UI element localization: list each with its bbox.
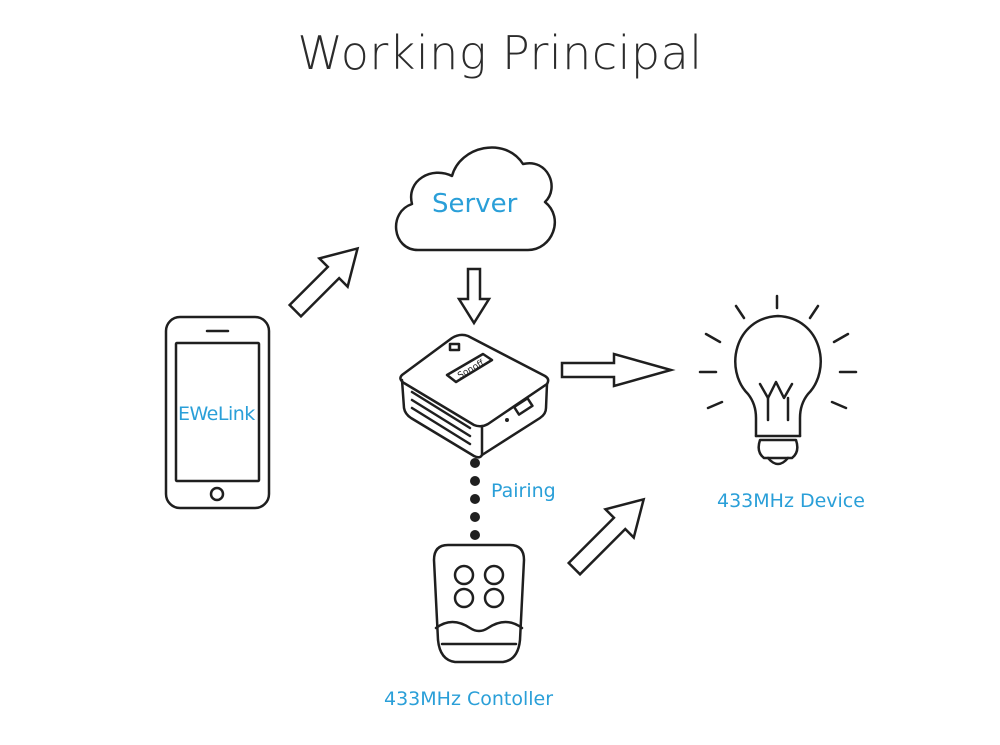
app-label: EWeLink [178, 403, 255, 425]
remote-control-icon [432, 543, 526, 664]
arrow-phone-to-server [287, 246, 360, 319]
server-label: Server [432, 189, 518, 219]
smartphone-icon [164, 315, 271, 510]
rf-bridge-icon: Sonoff [399, 333, 550, 459]
pairing-dots [470, 458, 480, 540]
arrow-server-to-bridge [456, 267, 492, 326]
arrow-bridge-to-device [560, 352, 676, 388]
diagram-title: Working Principal [297, 26, 703, 80]
controller-label: 433MHz Contoller [384, 688, 554, 710]
device-label: 433MHz Device [717, 490, 865, 512]
cloud-icon [395, 146, 556, 252]
arrow-controller-to-device [566, 497, 646, 577]
light-rays [698, 294, 858, 410]
pairing-label: Pairing [491, 480, 556, 502]
light-bulb-icon [734, 314, 822, 466]
